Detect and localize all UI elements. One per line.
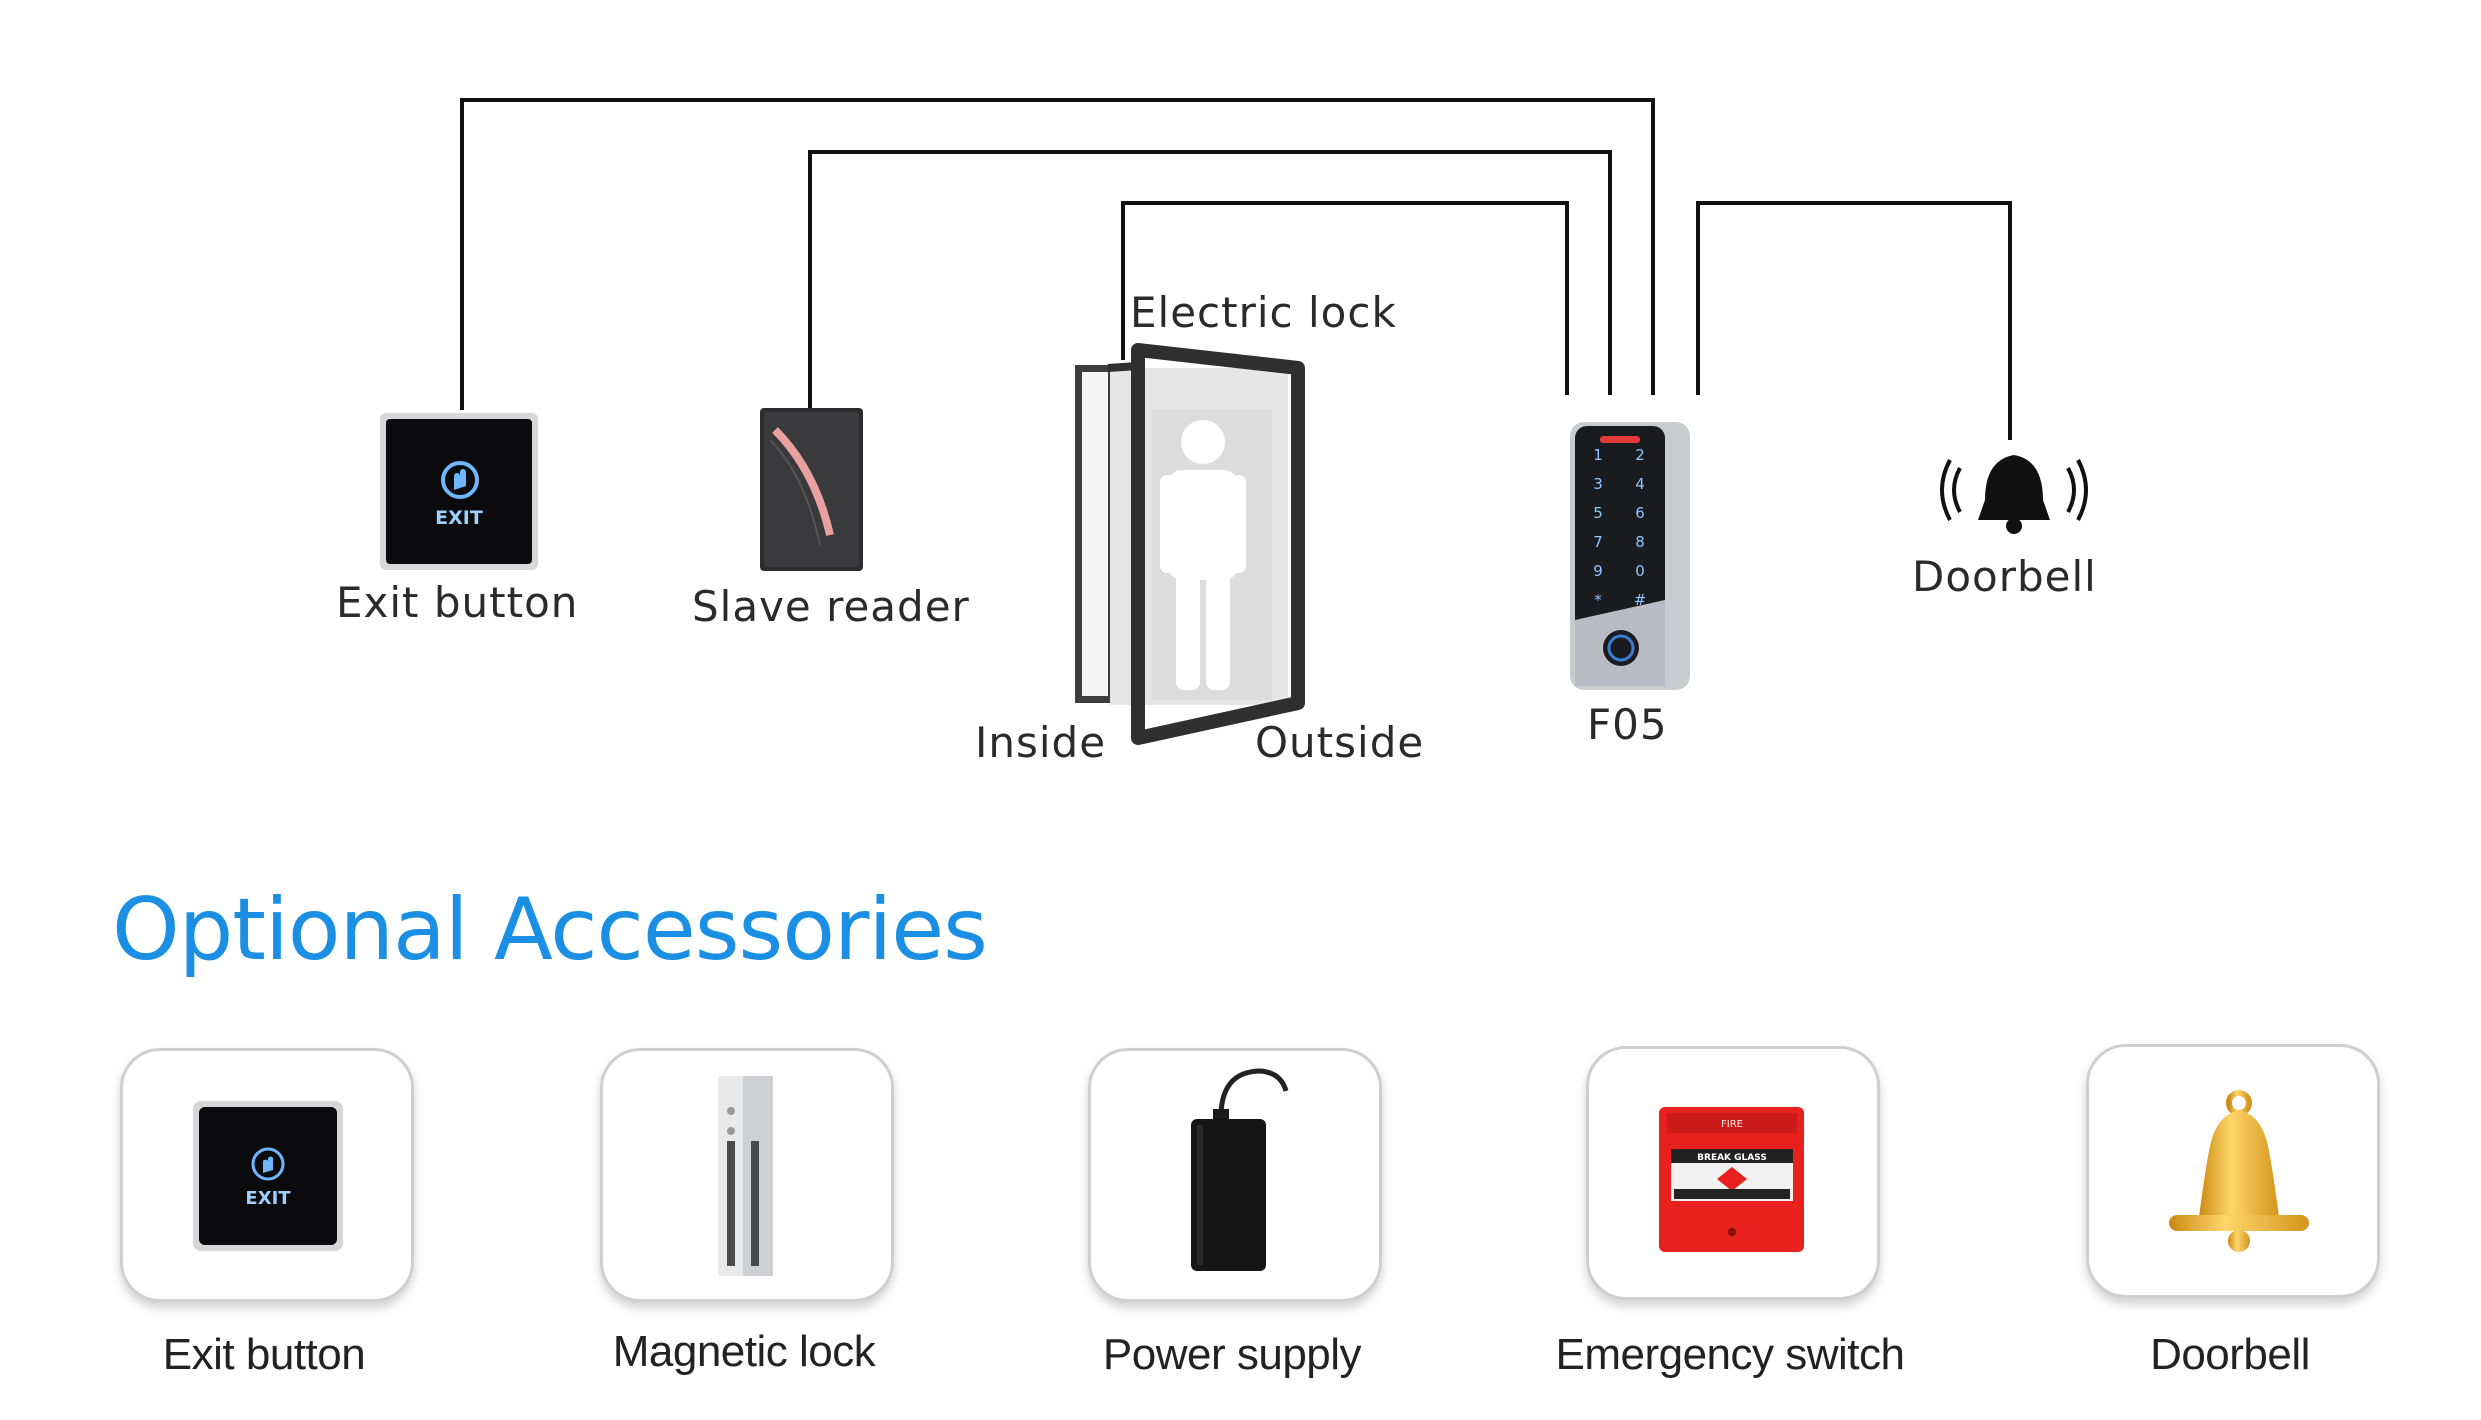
accessory-card-doorbell xyxy=(2086,1044,2380,1298)
keypad-keys: 1 2 3 4 5 6 7 8 9 0 * # xyxy=(1593,446,1646,609)
keypad-key: 4 xyxy=(1635,475,1645,493)
accessory-card-magnetic-lock xyxy=(600,1048,894,1302)
wire-slave-reader xyxy=(808,150,1612,408)
emergency-fire-text: FIRE xyxy=(1721,1119,1743,1130)
keypad-key: 3 xyxy=(1593,475,1603,493)
keypad-key: 0 xyxy=(1635,562,1645,580)
label-slave-reader: Slave reader xyxy=(692,582,970,631)
label-electric-lock: Electric lock xyxy=(1130,288,1397,337)
wire-exit-button xyxy=(460,98,1655,410)
accessory-label-magnetic-lock: Magnetic lock xyxy=(612,1327,876,1376)
doorbell-icon xyxy=(1940,455,2088,534)
f05-keypad-device: 1 2 3 4 5 6 7 8 9 0 * # xyxy=(1570,422,1690,690)
accessory-card-emergency-switch: FIRE BREAK GLASS xyxy=(1586,1046,1880,1300)
label-doorbell: Doorbell xyxy=(1912,552,2097,601)
accessory-label-doorbell: Doorbell xyxy=(2150,1330,2310,1379)
label-device-f05: F05 xyxy=(1587,700,1668,749)
door-diagram xyxy=(1075,343,1305,745)
keypad-key: 8 xyxy=(1635,533,1645,551)
exit-button-text: EXIT xyxy=(435,507,483,529)
keypad-key: 6 xyxy=(1635,504,1645,522)
exit-button-icon: EXIT xyxy=(193,1101,343,1251)
wire-doorbell xyxy=(1696,201,2012,440)
keypad-key: * xyxy=(1594,591,1602,609)
exit-button-device: EXIT xyxy=(380,413,538,570)
wire-electric-lock xyxy=(1121,201,1569,395)
keypad-key: 7 xyxy=(1593,533,1603,551)
slave-reader-device xyxy=(760,408,863,571)
bell-icon xyxy=(2169,1090,2309,1252)
keypad-key: # xyxy=(1634,591,1647,609)
keypad-key: 5 xyxy=(1593,504,1603,522)
label-outside: Outside xyxy=(1255,718,1425,767)
wires xyxy=(460,98,2012,440)
label-exit-button: Exit button xyxy=(336,578,579,627)
magnetic-lock-icon xyxy=(718,1076,773,1276)
keypad-key: 9 xyxy=(1593,562,1603,580)
accessory-card-exit-button: EXIT xyxy=(120,1048,414,1302)
emergency-break-glass-text: BREAK GLASS xyxy=(1697,1153,1767,1163)
label-inside: Inside xyxy=(975,718,1107,767)
accessory-label-emergency-switch: Emergency switch xyxy=(1555,1330,1905,1379)
accessory-exit-text: EXIT xyxy=(245,1188,291,1209)
keypad-key: 1 xyxy=(1593,446,1603,464)
keypad-key: 2 xyxy=(1635,446,1645,464)
section-title: Optional Accessories xyxy=(112,880,988,980)
power-supply-icon xyxy=(1191,1068,1289,1271)
accessory-label-exit-button: Exit button xyxy=(162,1330,366,1379)
accessory-label-power-supply: Power supply xyxy=(1102,1330,1362,1379)
accessory-card-power-supply xyxy=(1088,1048,1382,1302)
emergency-switch-icon: FIRE BREAK GLASS xyxy=(1659,1107,1804,1252)
